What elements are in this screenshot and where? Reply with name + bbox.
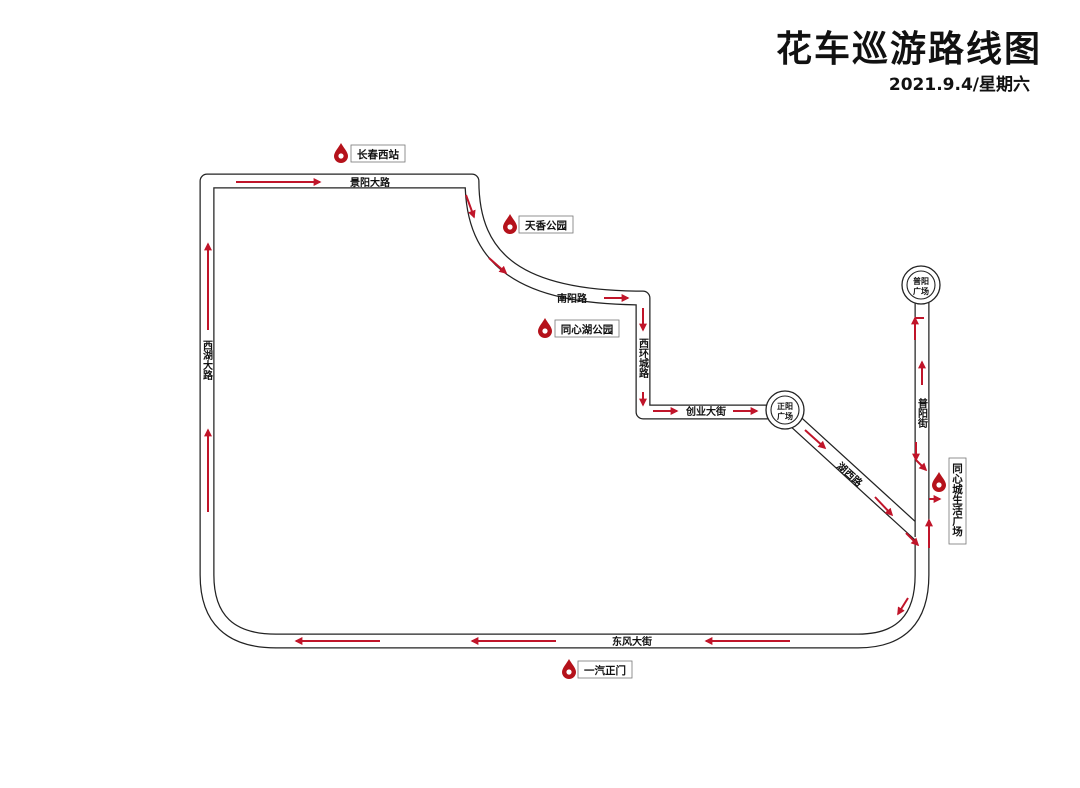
page-date: 2021.9.4/星期六 [888, 75, 1030, 95]
road-label-jingyang: 景阳大路 [350, 176, 391, 189]
poi-tongxin-life-square: 同心城生活广场 [932, 457, 967, 545]
poi-label: 天香公园 [525, 219, 567, 232]
route-arrows [204, 178, 942, 645]
location-pin-icon [932, 472, 946, 492]
arrow-curve-2 [488, 257, 508, 275]
poi-tianxiang-park: 天香公园 [503, 214, 574, 234]
location-pin-icon [334, 143, 348, 163]
location-pin-icon [538, 318, 552, 338]
roundabout-zhengyang: 正阳 广场 [765, 390, 805, 430]
road-label-puyang: 普阳街 [916, 397, 929, 429]
arrow-curve-1 [465, 194, 476, 219]
poi-changchun-west: 长春西站 [334, 143, 406, 163]
location-pin-icon [503, 214, 517, 234]
arrow-puyang-down-2 [915, 459, 928, 472]
arrow-huxi-1 [804, 429, 827, 450]
zhengyang-label-2: 广场 [777, 411, 793, 421]
road-network [199, 173, 930, 649]
road-label-chuangye: 创业大街 [685, 405, 726, 418]
poi-label: 同心湖公园 [561, 323, 614, 336]
location-pin-icon [562, 659, 576, 679]
poi-label: 长春西站 [357, 148, 399, 161]
poi-label: 同心城生活广场 [951, 463, 963, 537]
road-label-dongfeng: 东风大街 [612, 635, 652, 648]
roundabout-puyang: 普阳 广场 [901, 265, 941, 305]
poi-yiqi-gate: 一汽正门 [562, 659, 633, 679]
poi-label: 一汽正门 [584, 664, 626, 677]
puyang-label-2: 广场 [913, 286, 929, 296]
poi-tongxinhu-park: 同心湖公园 [538, 318, 620, 338]
road-labels: 景阳大路 西湖大路 南阳路 西环城路 创业大街 湖西路 普阳街 东风大街 [201, 176, 929, 648]
puyang-label-1: 普阳 [913, 276, 929, 286]
road-label-xihuan: 西环城路 [637, 338, 649, 379]
arrow-huxi-2 [874, 496, 894, 517]
zhengyang-label-1: 正阳 [777, 402, 793, 411]
arrow-huxi-3 [905, 532, 920, 547]
page-title: 花车巡游路线图 [775, 29, 1042, 70]
arrow-corner-se [897, 597, 909, 616]
road-label-xihu: 西湖大路 [201, 340, 213, 381]
road-label-nanyang: 南阳路 [557, 292, 588, 305]
